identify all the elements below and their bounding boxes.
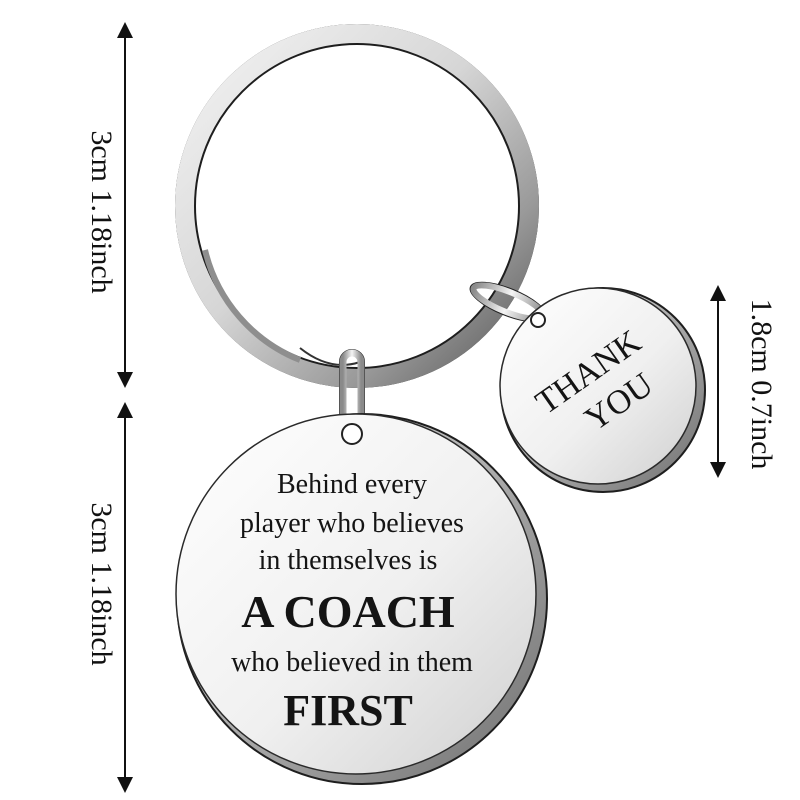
large-tag-hole (341, 423, 363, 445)
small-tag-hole (530, 312, 546, 328)
small-tag: THANK YOU (499, 287, 706, 493)
small-tag-dimension: 1.8cm 0.7inch (710, 285, 778, 478)
large-tag-line-2: player who believes (240, 508, 464, 539)
large-tag-line-5: who believed in them (231, 647, 473, 678)
split-key-ring (175, 24, 539, 388)
large-tag-dimension: 3cm 1.18inch (85, 402, 133, 793)
ring-dimension: 3cm 1.18inch (85, 22, 133, 388)
small-tag-dimension-label: 1.8cm 0.7inch (745, 299, 778, 470)
ring-dimension-label: 3cm 1.18inch (85, 130, 118, 293)
large-tag-line-6: FIRST (283, 686, 413, 735)
large-tag-line-3: in themselves is (259, 545, 438, 576)
large-tag-line-1: Behind every (277, 469, 427, 500)
large-tag: Behind every player who believes in them… (175, 413, 548, 785)
large-tag-line-4: A COACH (241, 586, 455, 637)
large-tag-dimension-label: 3cm 1.18inch (85, 502, 118, 665)
